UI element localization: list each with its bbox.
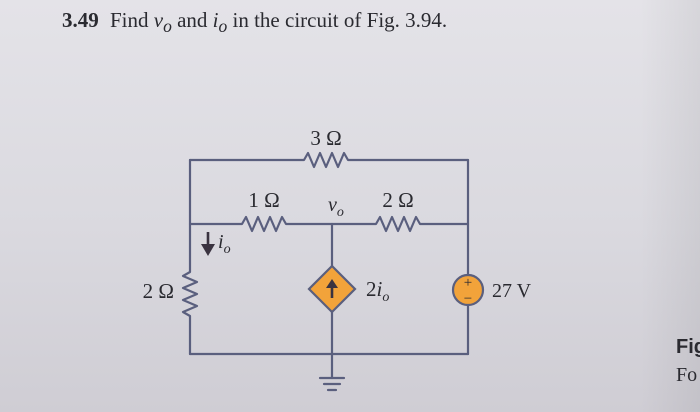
mid-wire bbox=[188, 215, 470, 233]
node-voltage-label: vo bbox=[328, 194, 344, 220]
margin-fo-text: Fo bbox=[676, 364, 698, 386]
ground-symbol bbox=[318, 376, 346, 392]
problem-text-3: in the circuit of Fig. 3.94. bbox=[227, 8, 448, 32]
minus-sign: − bbox=[464, 291, 472, 307]
voltage-source: + − bbox=[451, 273, 485, 307]
problem-var-i: i bbox=[212, 8, 219, 32]
problem-statement: 3.49 Find vo and io in the circuit of Fi… bbox=[62, 8, 447, 37]
current-arrow bbox=[201, 232, 215, 256]
resistor-top-label: 3 Ω bbox=[310, 126, 341, 150]
resistor-left-mid-label: 1 Ω bbox=[248, 188, 279, 212]
problem-sub-o-1: o bbox=[163, 16, 172, 37]
problem-var-v: v bbox=[153, 8, 164, 32]
problem-sub-o-2: o bbox=[218, 16, 228, 37]
voltage-source-label: 27 V bbox=[492, 280, 532, 302]
margin-fig-text: Fig bbox=[676, 336, 700, 358]
page-shadow bbox=[640, 0, 700, 412]
problem-text-1: Find bbox=[110, 8, 154, 32]
left-wire bbox=[181, 158, 199, 356]
dependent-current-source bbox=[307, 264, 357, 314]
current-label: io bbox=[218, 231, 231, 257]
problem-number: 3.49 bbox=[62, 8, 99, 32]
resistor-left-label: 2 Ω bbox=[143, 279, 174, 303]
problem-text-2: and bbox=[171, 8, 213, 32]
resistor-right-mid-label: 2 Ω bbox=[382, 188, 413, 212]
top-wire bbox=[188, 151, 470, 169]
dependent-source-label: 2io bbox=[366, 277, 389, 305]
plus-sign: + bbox=[464, 275, 472, 291]
